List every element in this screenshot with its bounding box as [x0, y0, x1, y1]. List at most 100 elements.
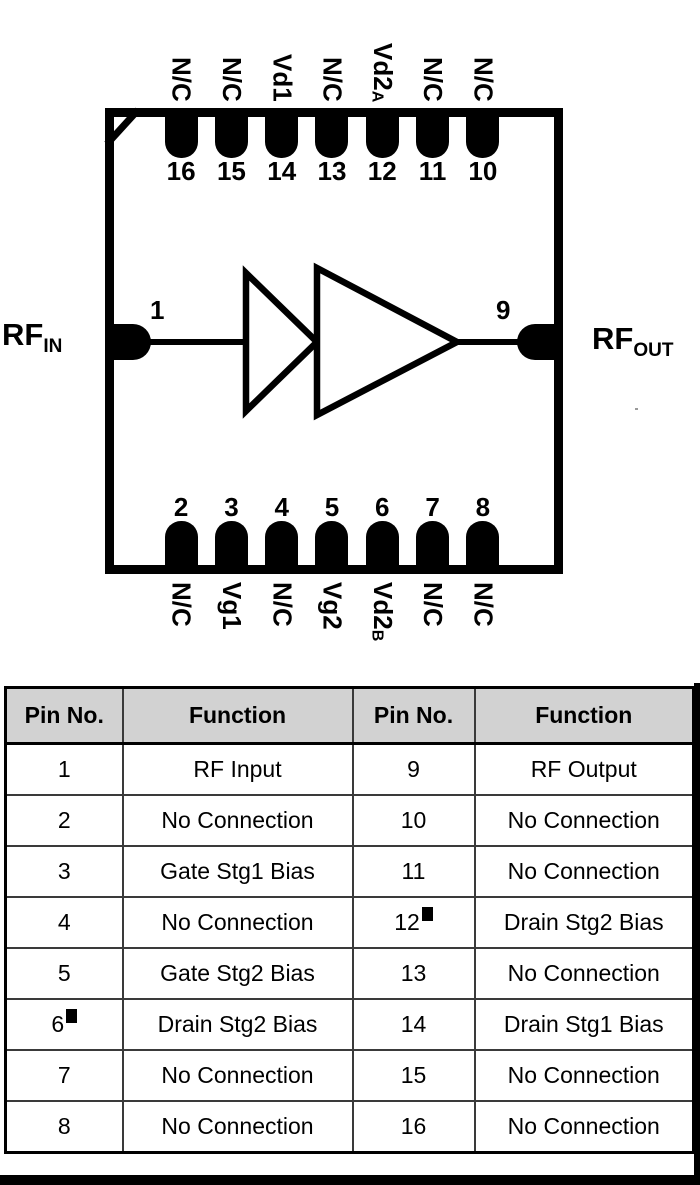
- function-cell: No Connection: [473, 845, 695, 898]
- pin-number: 11: [418, 156, 447, 186]
- header-pin-no-right: Pin No.: [351, 686, 476, 745]
- pin-pad: [214, 521, 248, 570]
- pin-pad-cell: [257, 521, 307, 570]
- pin-label-cell: N/C: [206, 0, 256, 102]
- pin-function-label: N/C: [317, 57, 348, 102]
- pin-function-label: Vd2A: [367, 42, 398, 102]
- function-cell: No Connection: [473, 1049, 695, 1102]
- pin-label-cell: N/C: [458, 0, 508, 102]
- pin-no-cell: 15: [351, 1049, 476, 1102]
- pin-label-cell: N/C: [407, 0, 457, 102]
- pin-label-cell: N/C: [156, 0, 206, 102]
- function-cell: No Connection: [473, 1100, 695, 1154]
- function-cell: No Connection: [121, 794, 354, 847]
- table-row: 3 Gate Stg1 Bias 11 No Connection: [4, 845, 695, 898]
- pin-number: 16: [166, 156, 196, 186]
- pin-function-label: N/C: [267, 582, 298, 627]
- top-pin-labels: N/C N/C Vd1 N/C Vd2A N/C N/C: [156, 0, 508, 102]
- pin-pad-cell: [357, 109, 407, 158]
- pin-number: 12: [367, 156, 397, 186]
- pin-pad-cell: [156, 109, 206, 158]
- pin-no-cell: 11: [351, 845, 476, 898]
- pin-function-label: N/C: [418, 57, 449, 102]
- pin-pad: [164, 109, 198, 158]
- table-header-row: Pin No. Function Pin No. Function: [4, 686, 695, 745]
- top-pin-pads: [156, 109, 508, 158]
- pin-no-cell: 14: [351, 998, 476, 1051]
- pin-pad: [466, 521, 500, 570]
- page-border-right: [694, 683, 700, 1185]
- pin-label-cell: Vd1: [257, 0, 307, 102]
- function-cell: No Connection: [121, 896, 354, 949]
- pin-function-label: Vg1: [217, 582, 248, 630]
- pin-label-cell: N/C: [307, 0, 357, 102]
- table-row: 5 Gate Stg2 Bias 13 No Connection: [4, 947, 695, 1000]
- page-border-bottom: [0, 1175, 700, 1185]
- pin-pad: [164, 521, 198, 570]
- top-pin-numbers: 16 15 14 13 12 11 10: [156, 158, 508, 184]
- pin9-number: 9: [496, 295, 511, 325]
- pin-number: 2: [173, 492, 189, 522]
- pin-label-cell: Vd2B: [357, 582, 407, 682]
- pin-pad-cell: [307, 521, 357, 570]
- pin-pad: [365, 109, 399, 158]
- table-row: 4 No Connection 12 Drain Stg2 Bias: [4, 896, 695, 949]
- function-cell: Gate Stg2 Bias: [121, 947, 354, 1000]
- pin-pad-cell: [407, 521, 457, 570]
- header-function-right: Function: [473, 686, 695, 745]
- pin9-pad: [517, 324, 558, 360]
- pin-pad: [315, 109, 349, 158]
- pin-no-cell: 2: [4, 794, 124, 847]
- pin-number: 3: [224, 492, 239, 522]
- pin-pad-cell: [257, 109, 307, 158]
- pin-pad: [416, 521, 450, 570]
- pin-pad-cell: [357, 521, 407, 570]
- function-cell: Drain Stg2 Bias: [473, 896, 695, 949]
- pin-function-label: Vd1: [267, 54, 298, 102]
- pin-label-cell: Vg2: [307, 582, 357, 682]
- pin-pad-cell: [458, 109, 508, 158]
- bottom-pin-numbers: 2 3 4 5 6 7 8: [156, 494, 508, 520]
- pin-pad: [416, 109, 450, 158]
- function-cell: No Connection: [473, 947, 695, 1000]
- pin-label-cell: N/C: [257, 582, 307, 682]
- function-cell: Drain Stg2 Bias: [121, 998, 354, 1051]
- table-row: 6 Drain Stg2 Bias 14 Drain Stg1 Bias: [4, 998, 695, 1051]
- function-cell: RF Input: [121, 742, 354, 796]
- pin-configuration-diagram: N/C N/C Vd1 N/C Vd2A N/C N/C: [2, 0, 673, 682]
- pin-no-cell: 8: [4, 1100, 124, 1154]
- pin1-number: 1: [150, 295, 165, 325]
- pin-number: 8: [475, 492, 491, 522]
- pin-pad-cell: [458, 521, 508, 570]
- pin-pad: [466, 109, 500, 158]
- header-pin-no-left: Pin No.: [4, 686, 124, 745]
- pin-no-cell: 10: [351, 794, 476, 847]
- pin-pad: [315, 521, 349, 570]
- table-row: 1 RF Input 9 RF Output: [4, 742, 695, 796]
- pin-function-label: N/C: [468, 582, 499, 627]
- table-row: 7 No Connection 15 No Connection: [4, 1049, 695, 1102]
- pin-function-table: Pin No. Function Pin No. Function 1 RF I…: [4, 686, 695, 1154]
- pin-function-label: N/C: [217, 57, 248, 102]
- pin-no-cell: 7: [4, 1049, 124, 1102]
- pin-no-cell: 1: [4, 742, 124, 796]
- pin-no-cell: 3: [4, 845, 124, 898]
- pin-no-cell: 6: [4, 998, 124, 1051]
- pin-label-cell: Vd2A: [357, 0, 407, 102]
- footnote-marker-icon: [421, 907, 433, 921]
- pin-pad-cell: [206, 109, 256, 158]
- pin-pad: [265, 109, 299, 158]
- pin-no-cell: 4: [4, 896, 124, 949]
- bottom-pin-pads: [156, 521, 508, 570]
- pin-no-cell: 13: [351, 947, 476, 1000]
- print-artifact-dot: [635, 408, 638, 410]
- pin-function-label: N/C: [468, 57, 499, 102]
- function-cell: Gate Stg1 Bias: [121, 845, 354, 898]
- pin-label-cell: Vg1: [206, 582, 256, 682]
- table-row: 2 No Connection 10 No Connection: [4, 794, 695, 847]
- pin-number: 6: [375, 492, 390, 522]
- pin-label-cell: N/C: [407, 582, 457, 682]
- pin-number: 7: [425, 492, 440, 522]
- pin-pad-cell: [206, 521, 256, 570]
- function-cell: RF Output: [473, 742, 695, 796]
